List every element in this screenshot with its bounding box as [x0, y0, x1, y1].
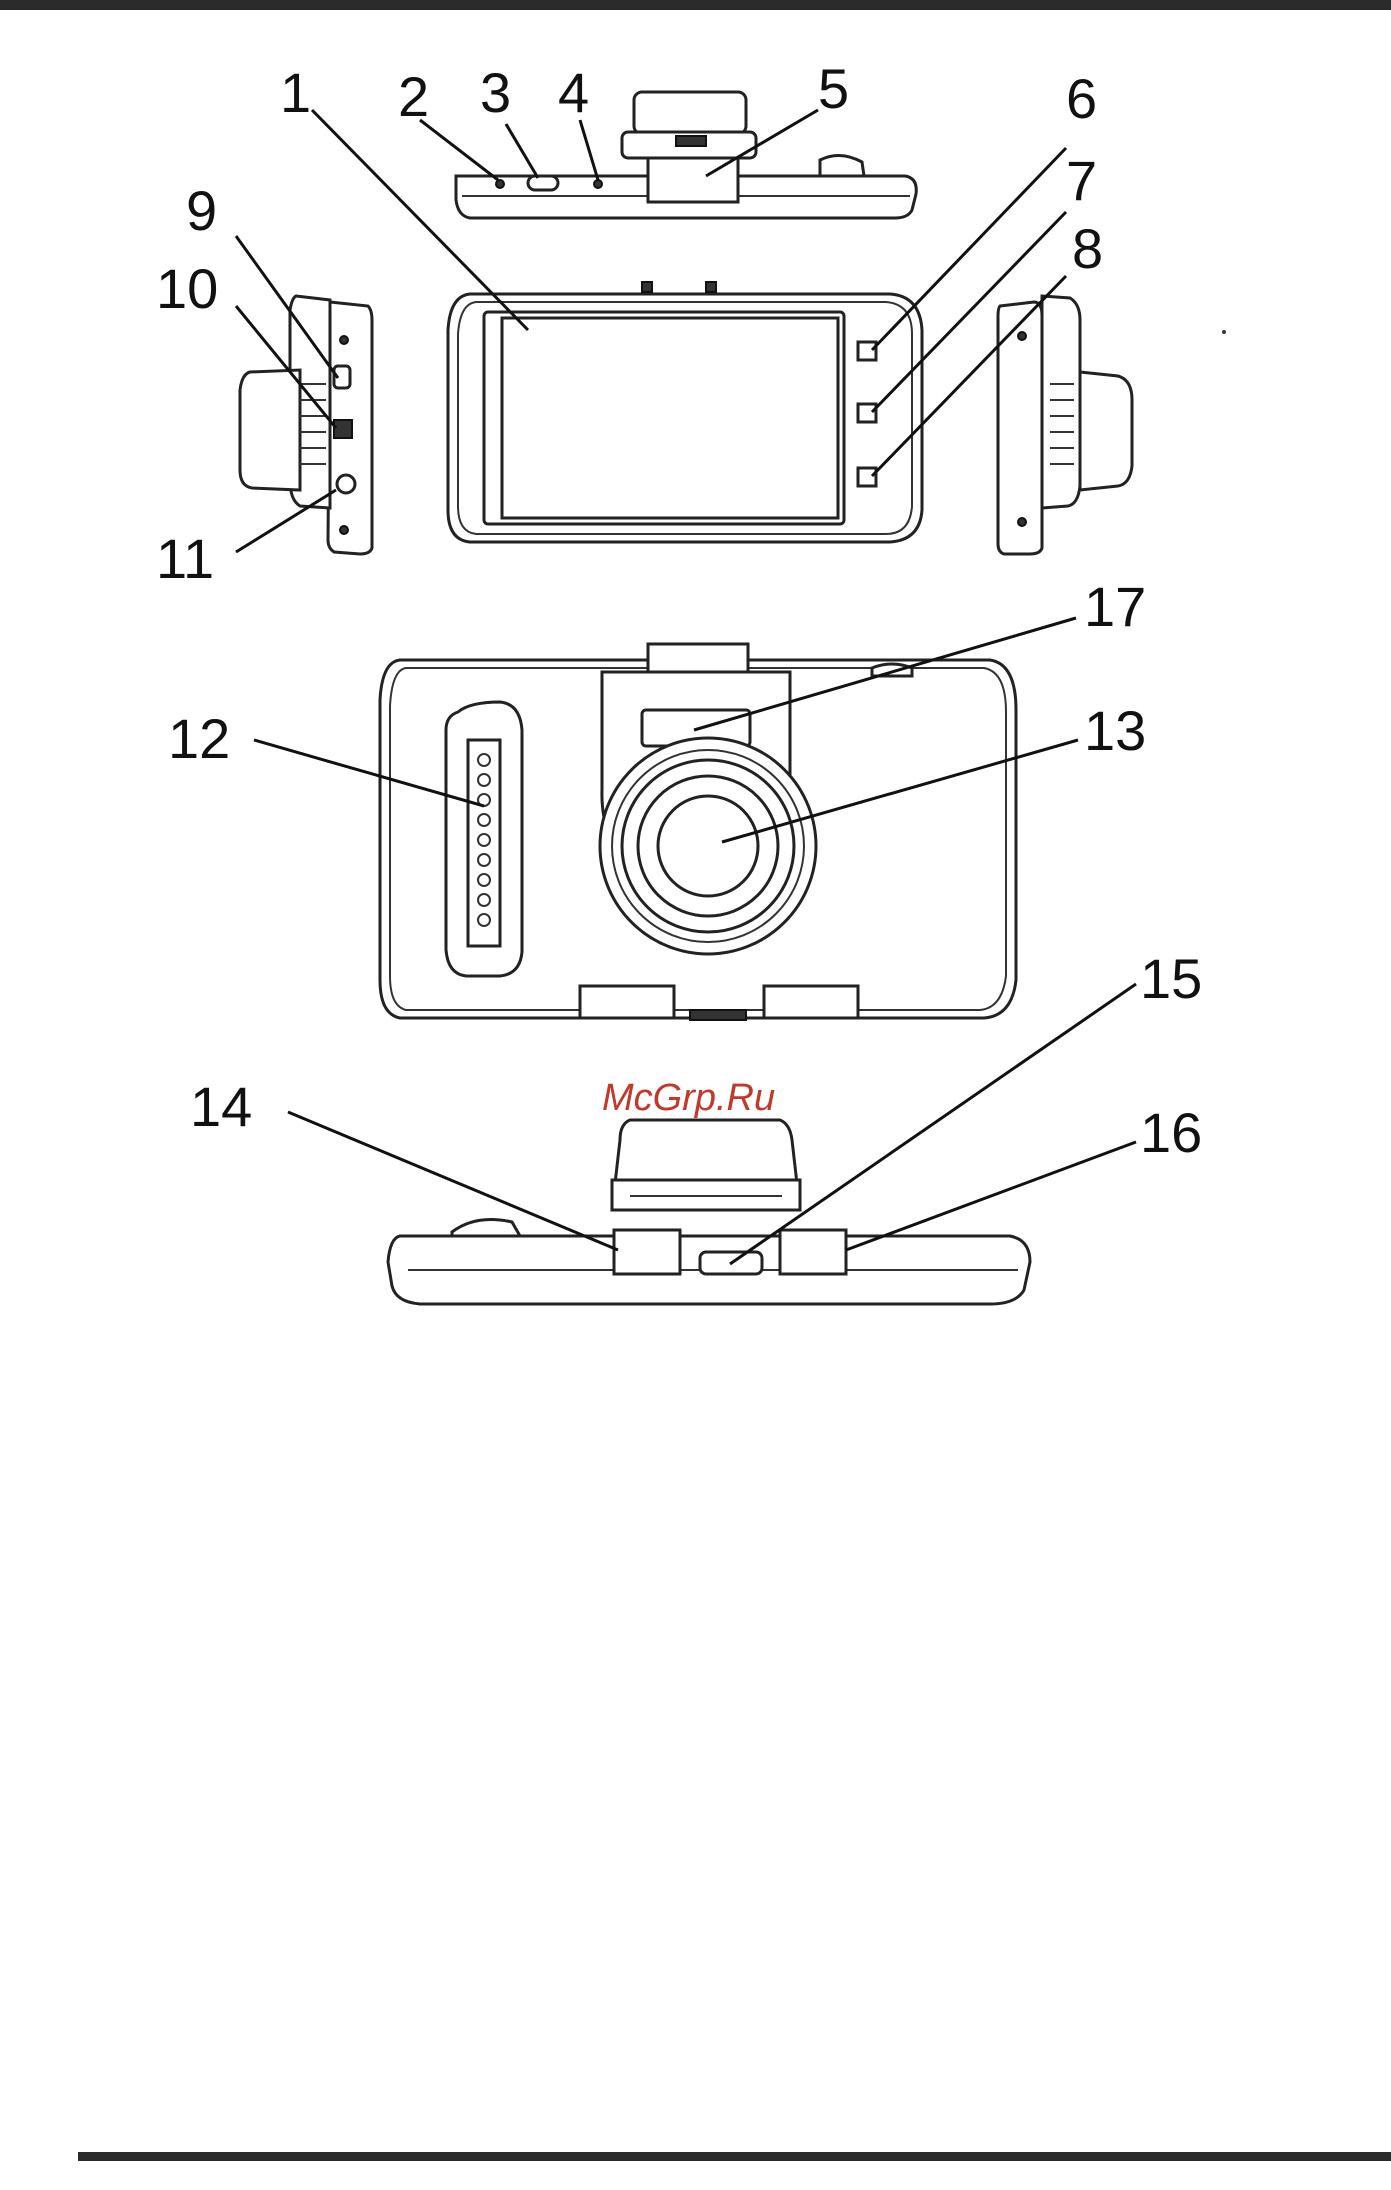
bottom-rule — [78, 2152, 1391, 2161]
clip-14 — [614, 1230, 680, 1274]
screen — [502, 318, 838, 518]
callout-16: 16 — [1140, 1101, 1202, 1164]
callout-6: 6 — [1066, 67, 1097, 130]
power-button-top — [528, 176, 558, 190]
right-side-view — [998, 296, 1132, 554]
callout-14: 14 — [190, 1075, 252, 1138]
callout-15: 15 — [1140, 947, 1202, 1010]
callout-7: 7 — [1066, 149, 1097, 212]
stray-dot — [1222, 330, 1226, 334]
bottom-view — [388, 1120, 1030, 1304]
callout-8: 8 — [1072, 217, 1103, 280]
callout-17: 17 — [1084, 575, 1146, 638]
callout-11: 11 — [156, 527, 214, 590]
button-6 — [858, 342, 876, 360]
callout-4: 4 — [558, 61, 589, 124]
callout-1: 1 — [280, 61, 311, 124]
button-7 — [858, 404, 876, 422]
port-11 — [337, 475, 355, 493]
lens — [658, 796, 758, 896]
callout-3: 3 — [480, 61, 511, 124]
callout-9: 9 — [186, 179, 217, 242]
clip-left — [580, 986, 674, 1018]
callout-13: 13 — [1084, 699, 1146, 762]
button-8 — [858, 468, 876, 486]
callout-5: 5 — [818, 57, 849, 120]
callout-10: 10 — [156, 257, 218, 320]
rear-view — [380, 644, 1016, 1020]
clip-right — [764, 986, 858, 1018]
callout-12: 12 — [168, 707, 230, 770]
watermark: McGrp.Ru — [602, 1077, 775, 1119]
clip-16 — [780, 1230, 846, 1274]
callout-2: 2 — [398, 65, 429, 128]
